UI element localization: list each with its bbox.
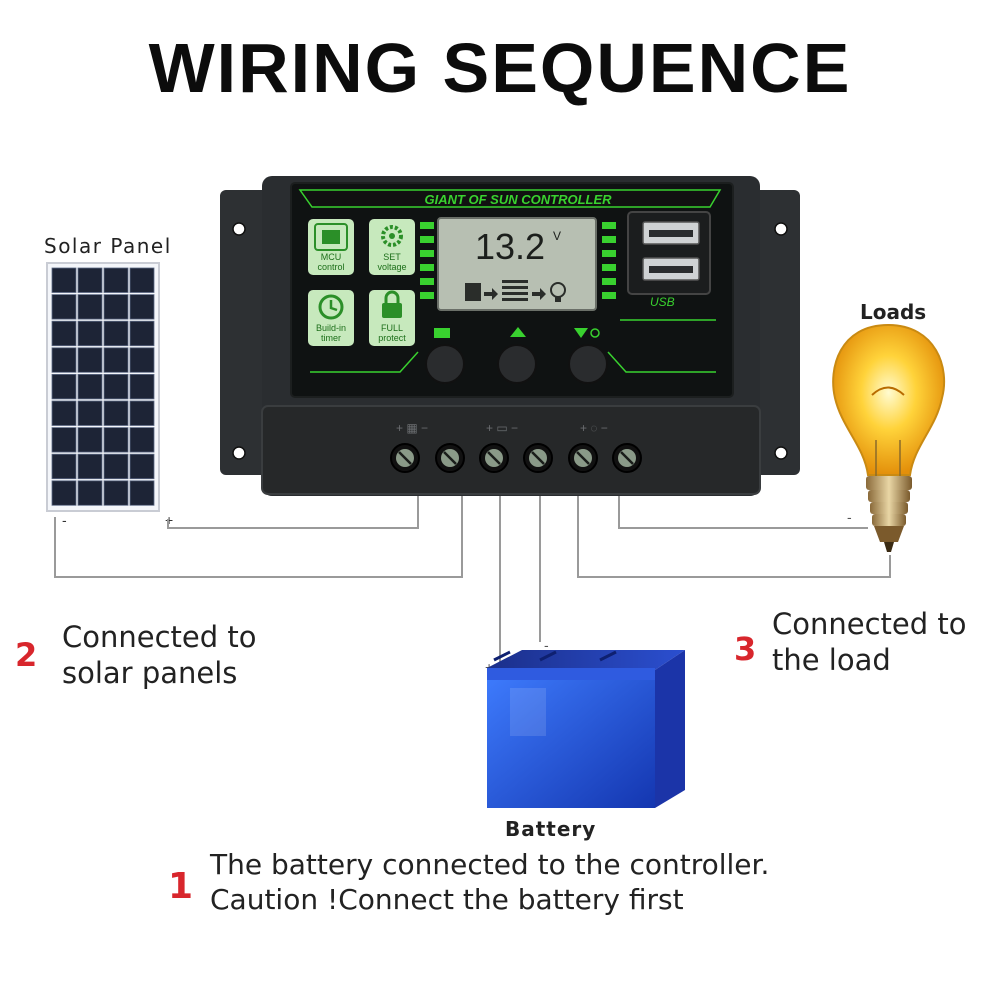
solar-cell xyxy=(129,400,155,426)
solar-cell xyxy=(103,427,129,453)
terminal-screw[interactable] xyxy=(568,443,598,473)
solar-cell xyxy=(103,347,129,373)
feature-timer-line2: timer xyxy=(321,333,341,343)
terminal-symbols: + ▦ − + ▭ − + ◌ − xyxy=(396,421,608,435)
step-2-line1: Connected to xyxy=(62,620,257,654)
solar-cell xyxy=(129,373,155,400)
clock-icon xyxy=(318,294,344,320)
feature-mcu-line1: MCU xyxy=(321,252,342,262)
step-3-number: 3 xyxy=(734,630,757,668)
solar-cell xyxy=(77,453,103,480)
button-icons xyxy=(434,327,600,338)
battery-minus-sign: - xyxy=(544,637,549,653)
step-2-number: 2 xyxy=(15,636,38,674)
svg-text:+ ▭ −: + ▭ − xyxy=(486,421,518,435)
lock-icon xyxy=(384,290,400,304)
lcd-voltage: 13.2 xyxy=(475,226,545,267)
controller-brand: GIANT OF SUN CONTROLLER xyxy=(424,192,612,207)
step-3-line2: the load xyxy=(772,642,891,677)
solar-cell xyxy=(129,427,155,453)
feature-mcu-line2: control xyxy=(317,262,344,272)
step-2-text: Connected to solar panels xyxy=(62,620,257,692)
loads-label: Loads xyxy=(860,300,927,324)
solar-cell xyxy=(103,453,129,480)
step-1-line2: Caution !Connect the battery first xyxy=(210,882,684,916)
solar-cell xyxy=(51,373,77,400)
solar-cell xyxy=(51,480,77,506)
wires xyxy=(54,484,891,668)
feature-badge-protect: FULL protect xyxy=(369,290,415,346)
solar-cell xyxy=(129,480,155,506)
feature-badge-set: SET voltage xyxy=(369,219,415,275)
solar-cell xyxy=(51,453,77,480)
terminal-screw[interactable] xyxy=(612,443,642,473)
solar-cell xyxy=(77,267,103,293)
solar-cell xyxy=(77,400,103,426)
svg-text:+ ▦ −: + ▦ − xyxy=(396,421,428,435)
solar-cell xyxy=(129,267,155,293)
solar-panel: - + xyxy=(46,262,173,528)
charge-controller: GIANT OF SUN CONTROLLER MCU control SET … xyxy=(220,176,800,496)
lcd-unit: V xyxy=(553,229,561,243)
solar-cell xyxy=(103,320,129,347)
step-1-text: The battery connected to the controller.… xyxy=(210,848,769,917)
feature-badge-mcu: MCU control xyxy=(308,219,354,275)
feature-protect-line1: FULL xyxy=(381,323,403,333)
solar-cell xyxy=(103,373,129,400)
lcd-status-icons xyxy=(465,280,566,302)
solar-cell xyxy=(103,480,129,506)
terminal-screws xyxy=(390,443,642,473)
step-1-line1: The battery connected to the controller. xyxy=(210,848,770,881)
solar-cell xyxy=(77,480,103,506)
lcd-side-bars xyxy=(420,222,616,299)
terminal-screw[interactable] xyxy=(523,443,553,473)
solar-cell xyxy=(77,373,103,400)
light-bulb xyxy=(832,323,946,552)
step-3-text: Connected to the load xyxy=(772,607,967,679)
panel-plus-sign: + xyxy=(165,512,173,528)
solar-cell xyxy=(77,294,103,320)
solar-cell xyxy=(103,400,129,426)
solar-cell xyxy=(51,267,77,293)
svg-text:+ ◌ −: + ◌ − xyxy=(580,421,608,435)
solar-cell xyxy=(51,320,77,347)
panel-minus-sign: - xyxy=(62,512,67,528)
step-1-number: 1 xyxy=(168,866,194,907)
solar-cell xyxy=(51,427,77,453)
feature-timer-line1: Build-in xyxy=(316,323,346,333)
solar-cell xyxy=(77,320,103,347)
solar-panel-label: Solar Panel xyxy=(44,234,172,258)
solar-cell xyxy=(103,267,129,293)
menu-button[interactable] xyxy=(425,344,465,384)
solar-cell xyxy=(103,294,129,320)
load-minus-sign: - xyxy=(847,509,852,525)
solar-cell xyxy=(77,347,103,373)
solar-cell xyxy=(77,427,103,453)
battery-label: Battery xyxy=(505,817,597,841)
step-2-line2: solar panels xyxy=(62,655,238,690)
solar-cell xyxy=(51,347,77,373)
solar-cell xyxy=(51,400,77,426)
feature-set-line1: SET xyxy=(383,252,401,262)
feature-set-line2: voltage xyxy=(377,262,406,272)
usb-label: USB xyxy=(650,295,675,309)
battery xyxy=(487,650,685,808)
solar-cell xyxy=(51,294,77,320)
up-button[interactable] xyxy=(497,344,537,384)
page-title: WIRING SEQUENCE xyxy=(148,29,852,107)
terminal-screw[interactable] xyxy=(435,443,465,473)
solar-cell xyxy=(129,320,155,347)
solar-cell xyxy=(129,453,155,480)
feature-badge-timer: Build-in timer xyxy=(308,290,354,346)
gear-icon xyxy=(381,225,403,247)
down-button[interactable] xyxy=(568,344,608,384)
terminal-screw[interactable] xyxy=(390,443,420,473)
terminal-screw[interactable] xyxy=(479,443,509,473)
step-3-line1: Connected to xyxy=(772,607,967,641)
solar-cell xyxy=(129,294,155,320)
feature-protect-line2: protect xyxy=(378,333,406,343)
solar-cell xyxy=(129,347,155,373)
